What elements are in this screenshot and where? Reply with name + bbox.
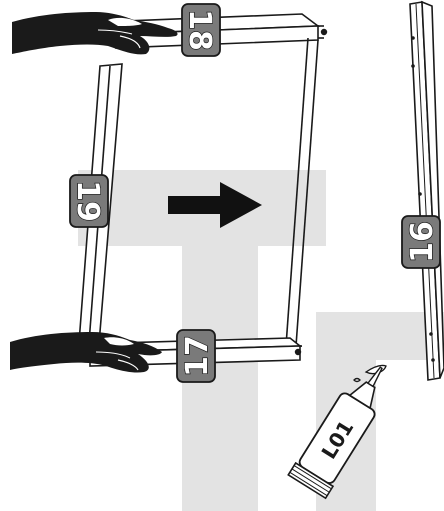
part-tag-17: 17 [176, 329, 216, 383]
part-tag-16: 16 [401, 215, 441, 269]
hand-icon-bottom [10, 332, 162, 373]
part-label-17: 17 [180, 335, 215, 377]
part-label-19: 19 [70, 180, 105, 222]
arrow-right-icon [168, 182, 262, 228]
part-label-18: 18 [182, 9, 217, 51]
part-tag-18: 18 [181, 3, 221, 57]
part-tag-19: 19 [69, 174, 109, 228]
part-label-16: 16 [405, 221, 440, 263]
hand-icon-top [12, 12, 178, 55]
right-edge [285, 37, 319, 347]
